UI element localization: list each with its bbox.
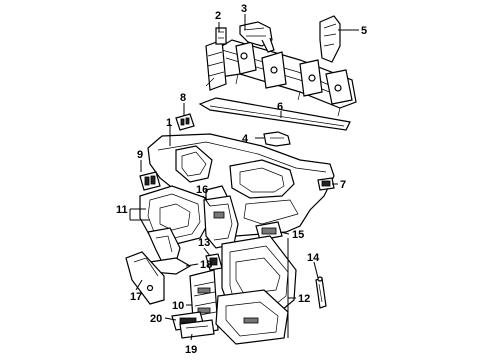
callout-17: 17 bbox=[130, 291, 142, 303]
bezel-15 bbox=[255, 221, 283, 241]
callout-18: 18 bbox=[200, 259, 212, 271]
end-panel-17 bbox=[125, 251, 165, 305]
callout-5: 5 bbox=[361, 25, 367, 37]
callout-11: 11 bbox=[116, 204, 128, 216]
callout-1: 1 bbox=[166, 117, 172, 129]
duct-5 bbox=[319, 15, 341, 63]
callout-14: 14 bbox=[307, 252, 320, 264]
bezel-19 bbox=[179, 319, 215, 339]
connector-4 bbox=[263, 131, 291, 147]
callout-13: 13 bbox=[198, 237, 210, 249]
leader-lines bbox=[129, 14, 359, 341]
callout-12: 12 bbox=[298, 293, 310, 305]
bracket-2 bbox=[215, 27, 227, 45]
callout-9: 9 bbox=[137, 149, 143, 161]
duct-3 bbox=[239, 21, 275, 53]
vent-9 bbox=[139, 171, 161, 191]
callout-labels: 2 3 5 6 8 1 4 9 7 16 11 15 13 14 18 17 1… bbox=[116, 3, 367, 356]
callout-3: 3 bbox=[241, 3, 247, 15]
vent-8 bbox=[175, 113, 195, 131]
glove-box-12 bbox=[215, 235, 297, 345]
callout-16: 16 bbox=[196, 184, 208, 196]
cluster-bezel-11 bbox=[139, 185, 211, 263]
callout-20: 20 bbox=[150, 313, 162, 325]
callout-15: 15 bbox=[292, 229, 304, 241]
callout-4: 4 bbox=[242, 133, 249, 145]
callout-6: 6 bbox=[277, 101, 283, 113]
callout-19: 19 bbox=[185, 344, 197, 356]
callout-8: 8 bbox=[180, 92, 186, 104]
strut-14 bbox=[315, 276, 327, 309]
callout-10: 10 bbox=[172, 300, 184, 312]
callout-2: 2 bbox=[215, 10, 221, 22]
vent-7 bbox=[317, 177, 335, 191]
callout-7: 7 bbox=[340, 179, 346, 191]
defroster-panel bbox=[198, 97, 351, 131]
cross-car-beam bbox=[205, 39, 357, 117]
